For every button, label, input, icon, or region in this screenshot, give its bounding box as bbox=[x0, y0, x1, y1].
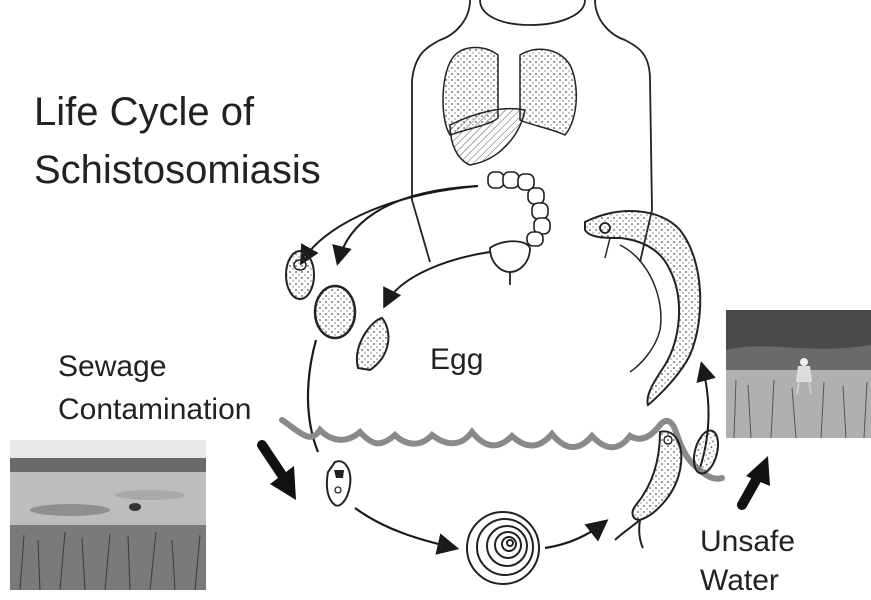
cercaria-icon bbox=[615, 431, 681, 548]
sewage-arrow-icon bbox=[262, 445, 296, 500]
egg-icon bbox=[315, 286, 355, 338]
egg-icon bbox=[286, 251, 314, 299]
sporocyst-icon bbox=[690, 428, 723, 476]
lung-right-icon bbox=[520, 49, 576, 135]
miracidium-icon bbox=[327, 461, 351, 505]
bladder-icon bbox=[490, 241, 530, 285]
unsafe-water-arrow-icon bbox=[742, 456, 770, 505]
pond-photo bbox=[10, 440, 206, 590]
intestine-icon bbox=[488, 172, 550, 246]
egg-icon bbox=[357, 318, 389, 370]
field-worker-photo bbox=[726, 310, 871, 438]
adult-worm-pair-icon bbox=[585, 211, 700, 405]
snail-icon bbox=[467, 512, 539, 584]
